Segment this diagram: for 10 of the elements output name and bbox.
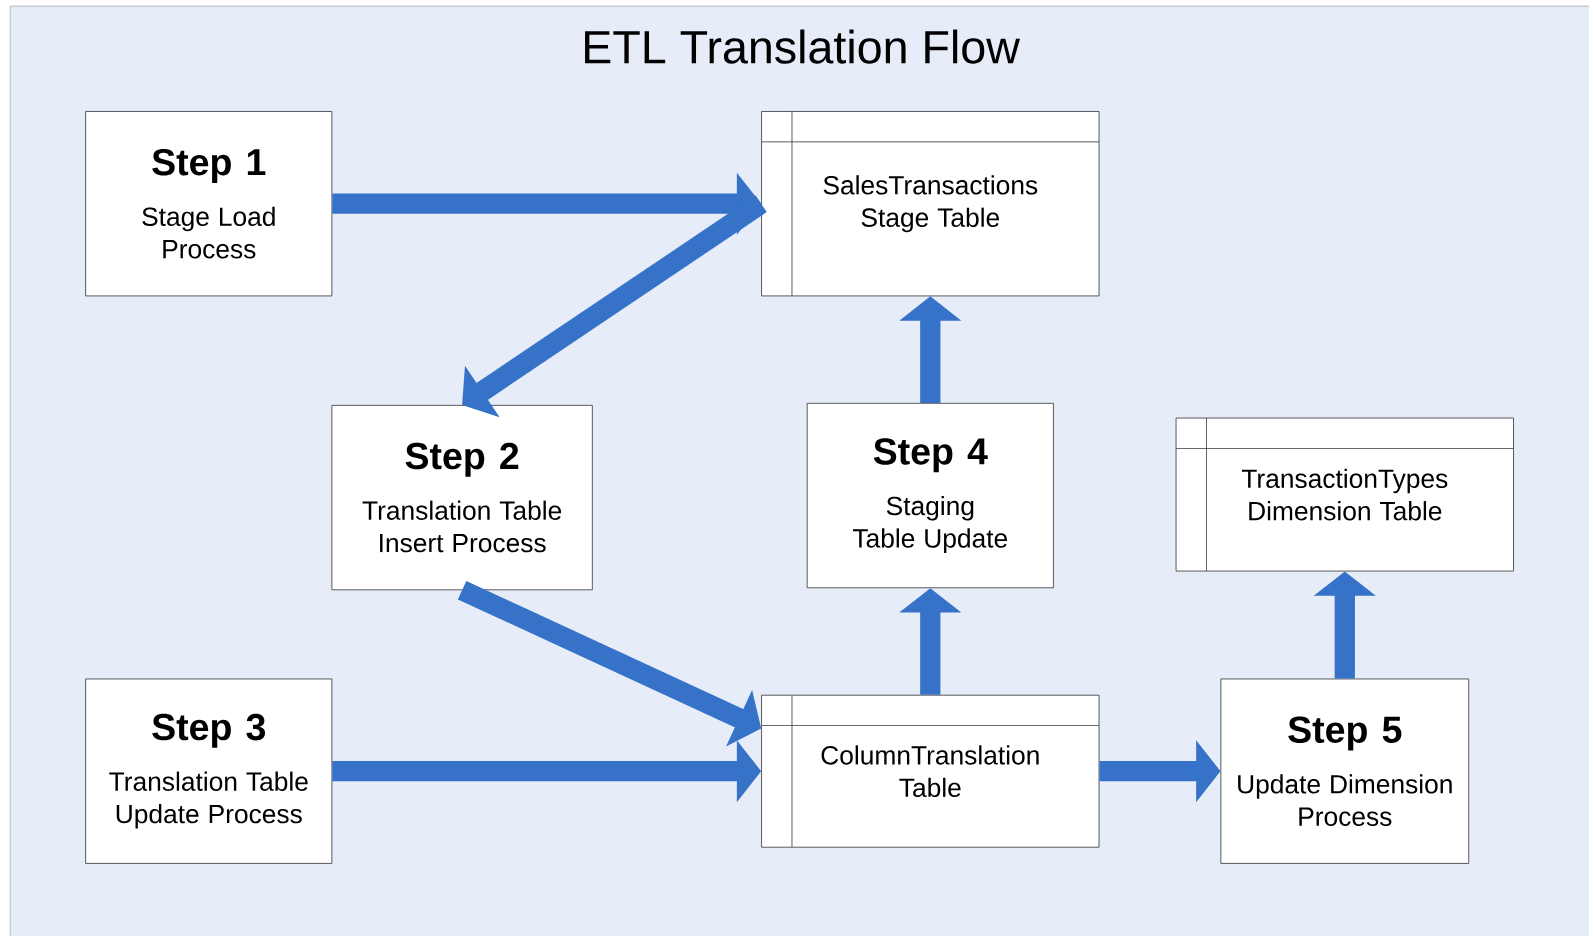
block-arrow (462, 195, 767, 418)
process-box: Step 4 Staging Table Update (806, 402, 1054, 589)
process-box: Step 2 Translation Table Insert Process (331, 404, 593, 591)
table-box: ColumnTranslation Table (761, 694, 1100, 848)
title: ETL Translation Flow (585, 29, 1020, 64)
table-box: SalesTransactions Stage Table (761, 111, 1100, 297)
process-box: Step 3 Translation Table Update Process (85, 678, 333, 864)
process-box: Step 1 Stage Load Process (85, 111, 333, 297)
process-box: Step 5 Update Dimension Process (1220, 678, 1470, 864)
table-box: TransactionTypes Dimension Table (1175, 417, 1514, 572)
